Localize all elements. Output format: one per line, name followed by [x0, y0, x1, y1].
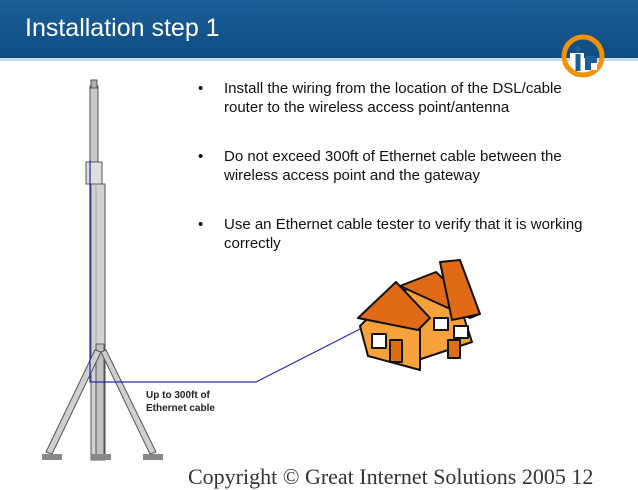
bullet-text: Install the wiring from the location of …	[224, 80, 562, 116]
bullet-item-cable-tester: • Use an Ethernet cable tester to verify…	[198, 215, 598, 253]
bullet-item-wiring: • Install the wiring from the location o…	[198, 79, 598, 117]
slide-header	[0, 0, 638, 58]
bullet-text: Do not exceed 300ft of Ethernet cable be…	[224, 148, 562, 184]
bullet-symbol: •	[198, 148, 204, 165]
cable-label-line-1: Up to 300ft of	[146, 390, 210, 401]
house-illustration	[357, 259, 481, 371]
header-divider	[0, 58, 638, 61]
installation-illustration	[42, 79, 481, 461]
slide-title: Installation step 1	[25, 14, 220, 42]
bullet-text: Use an Ethernet cable tester to verify t…	[224, 216, 583, 252]
company-logo-icon	[561, 34, 605, 78]
cable-length-label: Up to 300ft of Ethernet cable	[146, 389, 215, 415]
bullet-list: • Install the wiring from the location o…	[198, 79, 598, 283]
bullet-symbol: •	[198, 216, 204, 233]
cable-label-line-2: Ethernet cable	[146, 403, 215, 414]
slide-footer-copyright: Copyright © Great Internet Solutions 200…	[188, 464, 594, 489]
bullet-item-cable-length: • Do not exceed 300ft of Ethernet cable …	[198, 147, 598, 185]
antenna-tower-illustration	[42, 79, 163, 461]
bullet-symbol: •	[198, 80, 204, 97]
ethernet-cable	[89, 160, 363, 383]
